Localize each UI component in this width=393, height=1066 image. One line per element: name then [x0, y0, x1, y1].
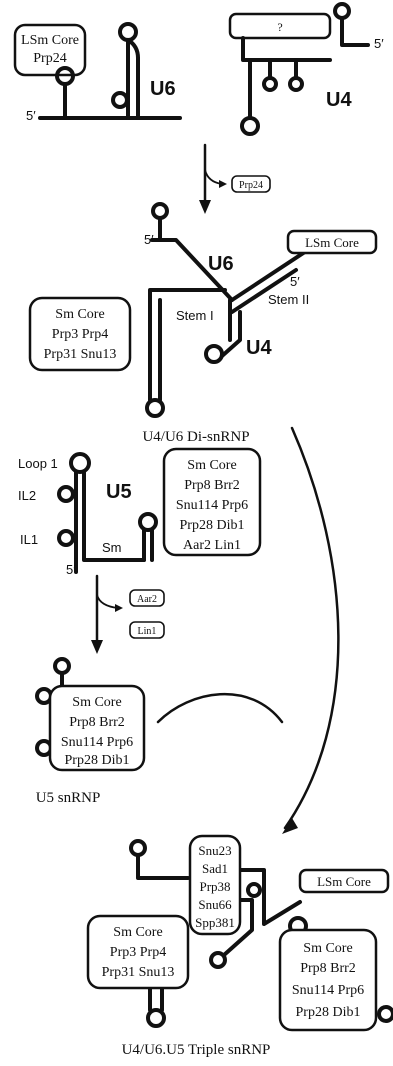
triple-snrnp-caption: U4/U6.U5 Triple snRNP	[122, 1042, 271, 1058]
u4-five-prime: 5′	[290, 274, 300, 289]
loop1-label: Loop 1	[18, 456, 58, 471]
u4-loop	[264, 78, 276, 90]
il2-label: IL2	[18, 488, 36, 503]
lsm-label: LSm Core	[305, 235, 359, 250]
u6-label: U6	[208, 253, 234, 275]
lsm-label: LSm Core	[317, 874, 371, 889]
tri-box-line: Spp381	[195, 915, 235, 930]
tri-box-line: Sad1	[202, 861, 228, 876]
u4u6-box-line: Sm Core	[113, 925, 162, 940]
u5-snrnp-box-line: Prp8 Brr2	[69, 715, 125, 730]
u6-3prime-arm	[240, 870, 300, 924]
arrowhead	[91, 640, 103, 654]
sm-box-line: Sm Core	[55, 307, 104, 322]
u6-loop	[113, 93, 127, 107]
u5-loop	[248, 884, 260, 896]
panel-u6-u4-free: LSm Core Prp24 5′ U6 ? 5′ U4 Prp24	[15, 4, 384, 214]
u4-stem	[342, 18, 368, 45]
sm-box-line: Prp31 Snu13	[44, 347, 117, 362]
u5-box-line: Sm Core	[187, 458, 236, 473]
loop1	[71, 454, 89, 472]
u4-loop	[242, 118, 258, 134]
released-protein: Lin1	[138, 626, 157, 637]
arrowhead	[115, 604, 123, 612]
di-snrnp-caption: U4/U6 Di-snRNP	[142, 429, 249, 445]
u4-loop	[147, 400, 163, 416]
u5-box-line: Prp8 Brr2	[300, 961, 356, 976]
u5-box-line: Prp8 Brr2	[184, 478, 240, 493]
u6-rna-strand	[138, 855, 188, 878]
u5-loop	[379, 1007, 393, 1021]
u4-rna-strand	[243, 38, 330, 60]
stem-one-label: Stem I	[176, 308, 214, 323]
il1-label: IL1	[20, 532, 38, 547]
u4-loop	[206, 346, 222, 362]
u5-snrnp-caption: U5 snRNP	[36, 790, 101, 806]
sm-box-line: Prp3 Prp4	[52, 327, 108, 342]
u5-3prime-loop	[140, 514, 156, 530]
stem-two-label: Stem II	[268, 292, 309, 307]
tri-box-line: Snu66	[198, 897, 232, 912]
u6-label: U6	[150, 78, 176, 100]
u4-loop	[211, 953, 225, 967]
u4u6-box-line: Prp31 Snu13	[102, 965, 175, 980]
panel-u5-assembly: Loop 1 IL2 IL1 U5 Sm 5′ Sm Core Prp8 Brr…	[18, 449, 260, 654]
u5-box-line: Snu114 Prp6	[176, 498, 248, 513]
panel-u4-u6-di-snrnp: 5′ U6 LSm Core 5′ Stem II Stem I U4 Sm C…	[30, 204, 376, 445]
released-protein: Aar2	[137, 594, 157, 605]
u4u6-box-line: Prp3 Prp4	[110, 945, 166, 960]
curved-arrow	[285, 428, 338, 828]
panel-u5-snrnp: Sm Core Prp8 Brr2 Snu114 Prp6 Prp28 Dib1…	[36, 659, 282, 806]
il1-loop	[59, 531, 73, 545]
arrowhead	[199, 200, 211, 214]
u4-loop	[290, 78, 302, 90]
u6-box-line: Prp24	[33, 51, 66, 66]
il2-loop	[59, 487, 73, 501]
u5-five-prime: 5′	[66, 562, 76, 577]
u6-loop	[153, 204, 167, 218]
u5-snrnp-box-line: Snu114 Prp6	[61, 735, 133, 750]
u6-loop	[131, 841, 145, 855]
u4-loop	[335, 4, 349, 18]
u6-five-prime: 5′	[26, 108, 36, 123]
u5-box-line: Snu114 Prp6	[292, 983, 364, 998]
u5-loop	[55, 659, 69, 673]
curved-connector	[158, 694, 282, 722]
u5-box-line: Sm Core	[303, 941, 352, 956]
sm-site-label: Sm	[102, 540, 122, 555]
u5-snrnp-box-line: Prp28 Dib1	[65, 753, 130, 768]
arrowhead	[219, 180, 227, 188]
u6-five-prime: 5′	[144, 232, 154, 247]
u4-loop	[148, 1010, 164, 1026]
tri-box-line: Prp38	[199, 879, 230, 894]
u6-box-line: LSm Core	[21, 33, 79, 48]
u4-label: U4	[246, 337, 272, 359]
u6-loop	[120, 24, 136, 40]
released-protein: Prp24	[239, 180, 263, 191]
u5-box-line: Prp28 Dib1	[180, 518, 245, 533]
panel-triple-snrnp: Snu23 Sad1 Prp38 Snu66 Spp381 LSm Core S…	[88, 836, 393, 1058]
u5-3prime-stem	[144, 530, 152, 560]
u5-box-line: Prp28 Dib1	[296, 1005, 361, 1020]
tri-box-line: Snu23	[198, 843, 231, 858]
u4-five-prime: 5′	[374, 36, 384, 51]
u5-box-line: Aar2 Lin1	[183, 538, 241, 553]
u5-label: U5	[106, 481, 132, 503]
u4-unknown-label: ?	[277, 20, 282, 34]
u5-snrnp-box-line: Sm Core	[72, 695, 121, 710]
release-arrow	[97, 595, 118, 608]
u4-label: U4	[326, 89, 352, 111]
